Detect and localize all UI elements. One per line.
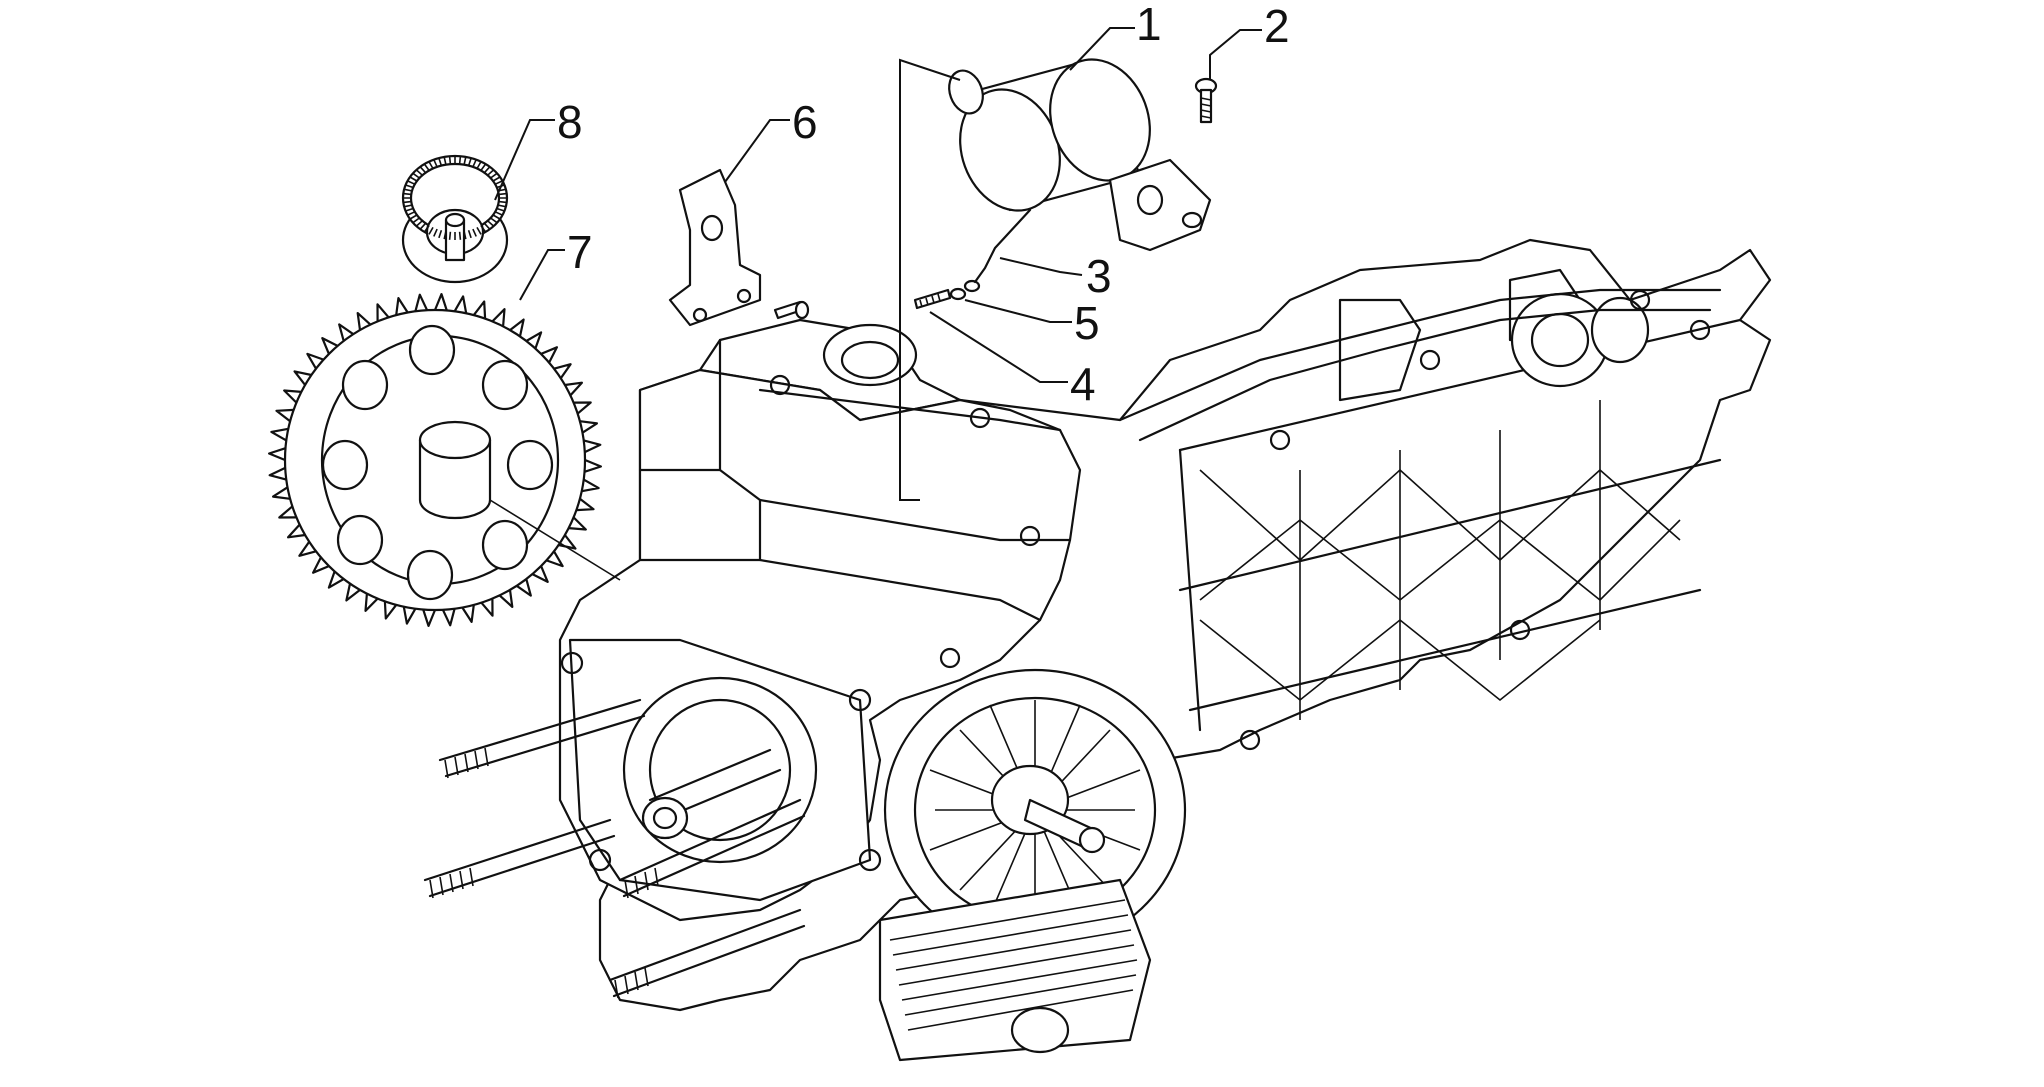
callout-3: 3 <box>1086 250 1112 302</box>
part-6-bracket <box>668 168 810 327</box>
part-1-starter-motor <box>948 58 1212 252</box>
callout-leaders <box>494 27 1262 383</box>
gear-teeth-small <box>403 156 507 240</box>
part-5-washer <box>949 287 967 301</box>
callout-8: 8 <box>557 96 583 148</box>
part-4-screw <box>913 288 952 310</box>
part-7-gear <box>268 293 621 627</box>
assembly-line <box>899 58 961 501</box>
callout-4: 4 <box>1070 358 1096 410</box>
crankcase <box>423 238 1772 1062</box>
part-2-bolt <box>1194 77 1218 124</box>
callout-7: 7 <box>567 226 593 278</box>
gear-teeth <box>268 293 602 627</box>
part-8-gear <box>401 154 509 284</box>
callout-1: 1 <box>1136 0 1162 50</box>
callout-2: 2 <box>1264 0 1290 52</box>
callout-5: 5 <box>1074 297 1100 349</box>
callout-6: 6 <box>792 96 818 148</box>
part-3-cable <box>963 208 1032 293</box>
